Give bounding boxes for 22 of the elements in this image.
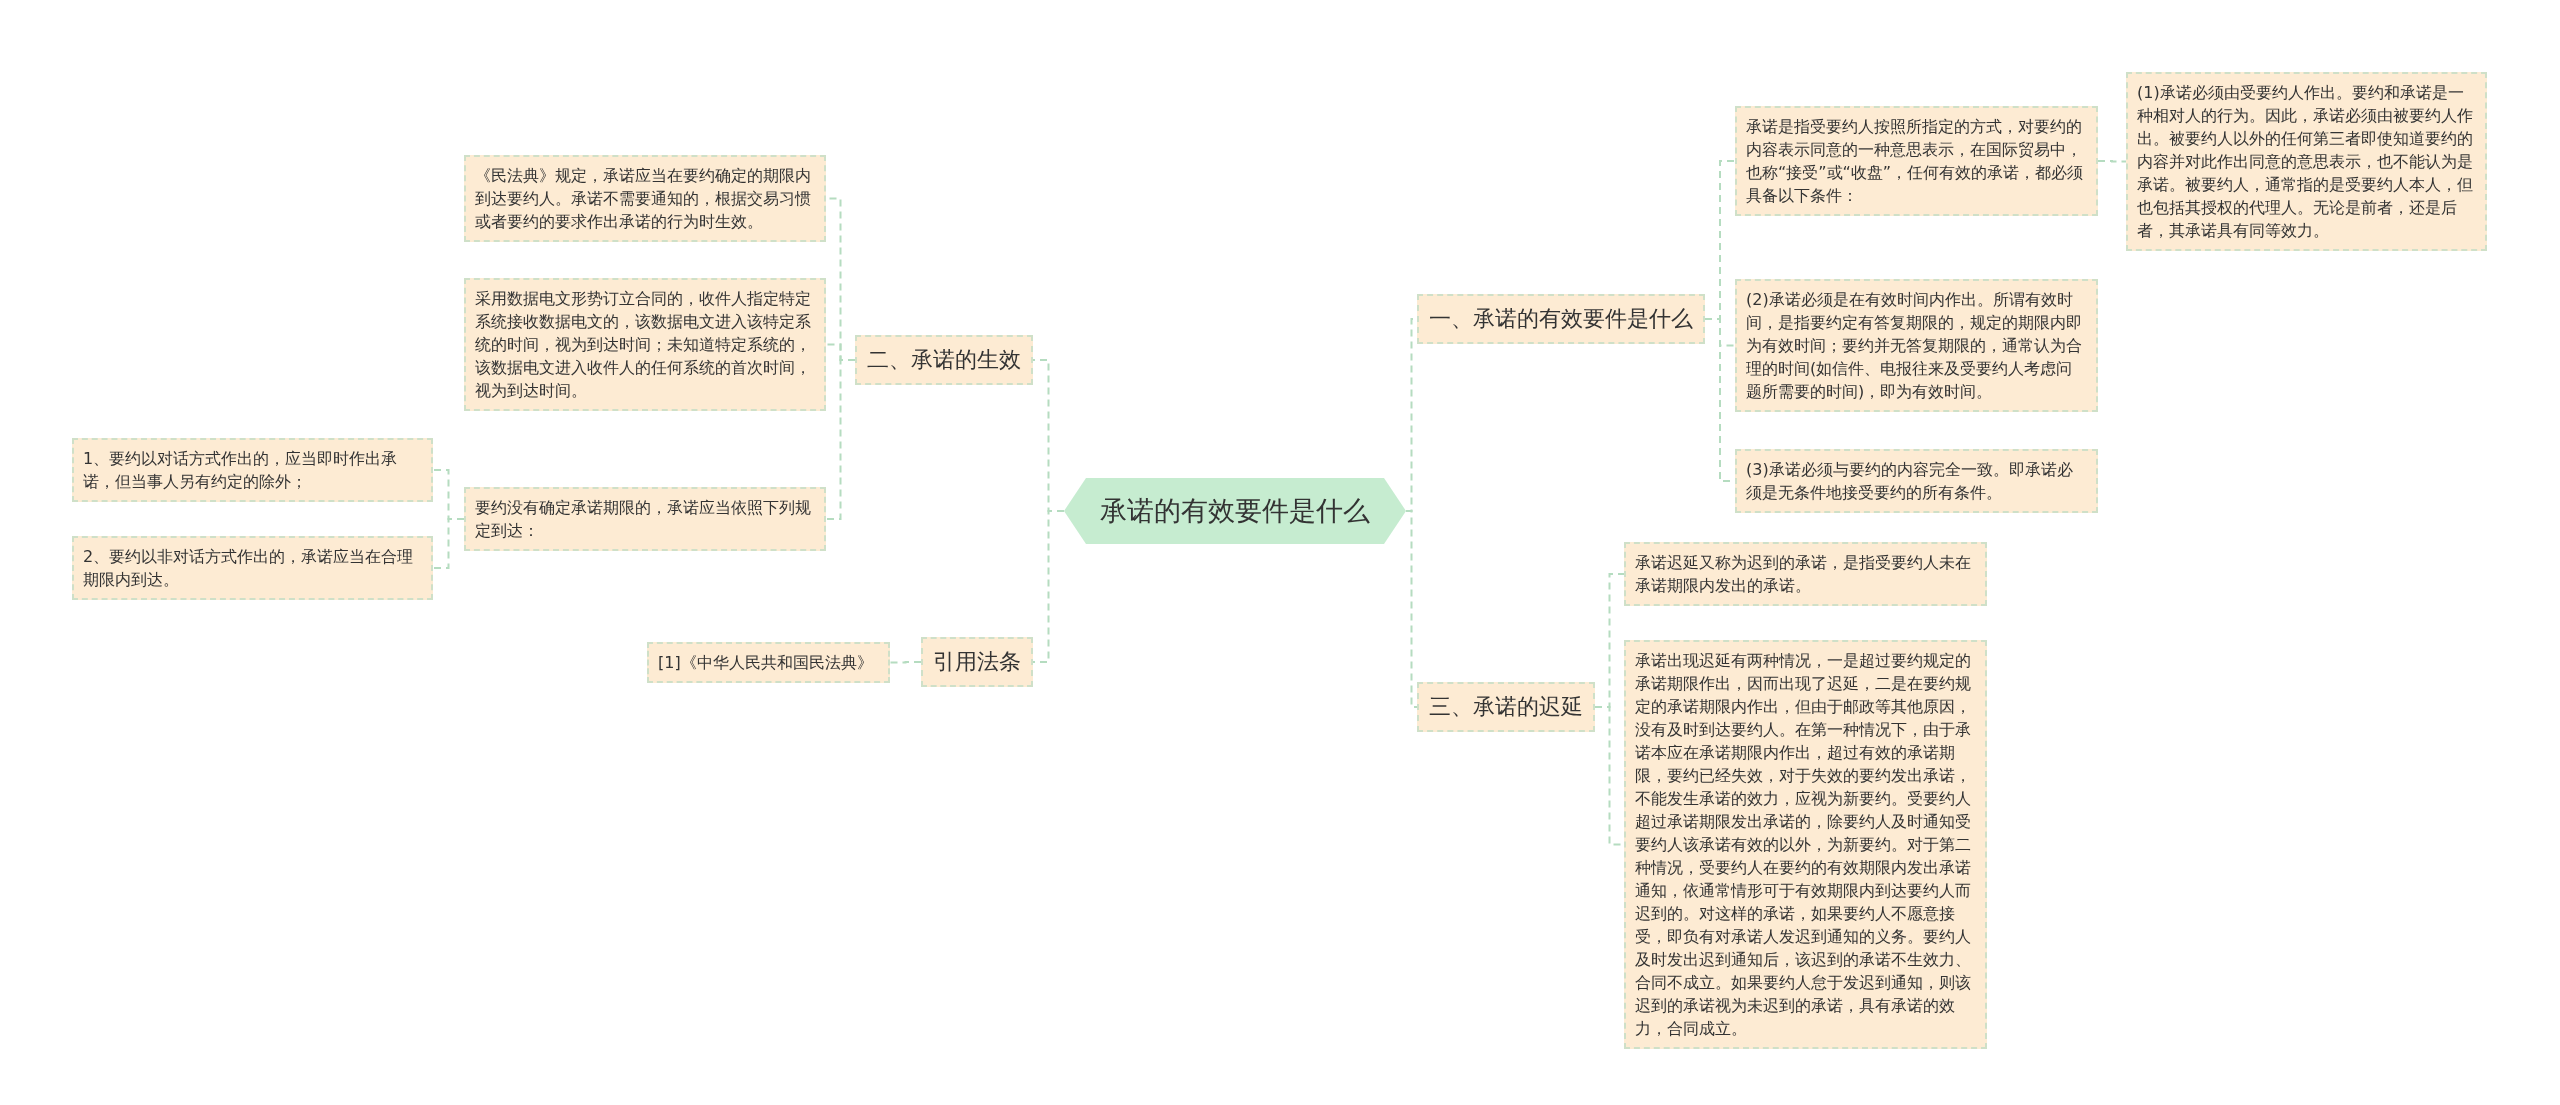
connector-line — [2097, 160, 2127, 163]
text-box: 采用数据电文形势订立合同的，收件人指定特定系统接收数据电文的，该数据电文进入该特定系统的时间，视为到达时间；未知道特定系统的，该数据电文进入收件人的任何系统的首次时间，视为到达时间。 — [464, 278, 826, 411]
connector-line — [1032, 510, 1065, 663]
topic-box: 一、承诺的有效要件是什么 — [1417, 294, 1705, 344]
connector-line — [825, 359, 856, 520]
text-box: [1]《中华人民共和国民法典》 — [647, 642, 890, 683]
connector-line — [889, 661, 922, 664]
text-box: 要约没有确定承诺期限的，承诺应当依照下列规定到达： — [464, 487, 826, 551]
text-box: 承诺是指受要约人按照所指定的方式，对要约的内容表示同意的一种意思表示，在国际贸易中，也称“接受”或“收盘”，任何有效的承诺，都必须具备以下条件： — [1735, 106, 2098, 216]
text-box: 《民法典》规定，承诺应当在要约确定的期限内到达要约人。承诺不需要通知的，根据交易习惯或者要约的要求作出承诺的行为时生效。 — [464, 155, 826, 242]
connector-line — [432, 518, 465, 569]
topic-box: 二、承诺的生效 — [855, 335, 1033, 385]
text-box: (3)承诺必须与要约的内容完全一致。即承诺必须是无条件地接受要约的所有条件。 — [1735, 449, 2098, 513]
text-box: (2)承诺必须是在有效时间内作出。所谓有效时间，是指要约定有答复期限的，规定的期限内即为有效时间；要约并无答复期限的，通常认为合理的时间(如信件、电报往来及受要约人考虑问题所需要的时间)，即为有效时间。 — [1735, 279, 2098, 412]
text-box: (1)承诺必须由受要约人作出。要约和承诺是一种相对人的行为。因此，承诺必须由被要约人作出。被要约人以外的任何第三者即使知道要约的内容并对此作出同意的意思表示，也不能认为是承诺。被要约人，通常指的是受要约人本人，但也包括其授权的代理人。无论是前者，还是后者，其承诺具有同等效力。 — [2126, 72, 2487, 251]
topic-box: 三、承诺的迟延 — [1417, 682, 1595, 732]
central-topic: 承诺的有效要件是什么 — [1064, 478, 1406, 544]
text-box: 2、要约以非对话方式作出的，承诺应当在合理期限内到达。 — [72, 536, 433, 600]
topic-box: 引用法条 — [921, 637, 1033, 687]
text-box: 承诺出现迟延有两种情况，一是超过要约规定的承诺期限作出，因而出现了迟延，二是在要约规定的承诺期限内作出，但由于邮政等其他原因，没有及时到达要约人。在第一种情况下，由于承诺本应在承诺期限内作出，超过有效的承诺期限，要约已经失效，对于失效的要约发出承诺，不能发生承诺的效力，应视为新要约。受要约人超过承诺期限发出承诺的，除要约人及时通知受要约人该承诺有效的以外，为新要约。对于第二种情况，受要约人在要约的有效期限内发出承诺通知，依通常情形可于有效期限内到达要约人而迟到的。对这样的承诺，如果要约人不愿意接受，即负有对承诺人发迟到通知的义务。要约人及时发出迟到通知后，该迟到的承诺不生效力、合同不成立。如果要约人怠于发迟到通知，则该迟到的承诺视为未迟到的承诺，具有承诺的效力，合同成立。 — [1624, 640, 1987, 1049]
text-box: 承诺迟延又称为迟到的承诺，是指受要约人未在承诺期限内发出的承诺。 — [1624, 542, 1987, 606]
text-box: 1、要约以对话方式作出的，应当即时作出承诺，但当事人另有约定的除外； — [72, 438, 433, 502]
